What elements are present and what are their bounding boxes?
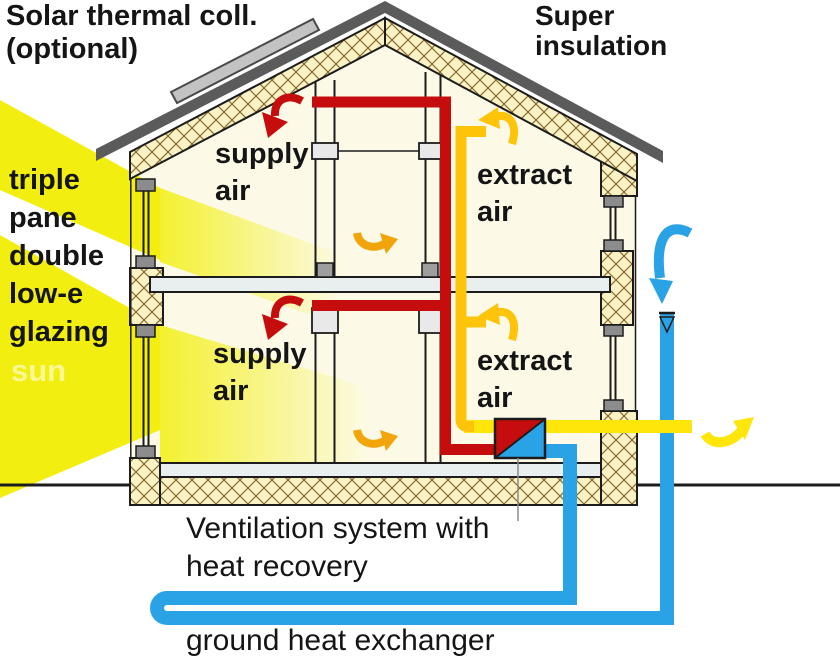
- intake-opening-marker: [658, 316, 676, 334]
- ventilation-label-line1: Ventilation system with: [186, 512, 490, 545]
- glazing-label-line5: glazing: [9, 316, 109, 348]
- window-frame: [603, 239, 624, 252]
- extract-air-lower-label: extract air: [477, 343, 572, 417]
- partition-base-cap: [421, 262, 439, 278]
- glazing-label-line3: double: [9, 240, 105, 272]
- supply-air-upper-line2: air: [215, 175, 251, 207]
- glazing-label-line1: triple: [9, 164, 80, 196]
- ground-floor-slab: [129, 410, 638, 506]
- supply-air-lower-label: supply air: [213, 336, 306, 410]
- partition-lower-left: [314, 333, 336, 463]
- window-frame: [603, 195, 624, 208]
- sun-watermark-ghost-text: sun: [11, 353, 66, 389]
- partition-upper-left: [314, 80, 336, 277]
- supply-air-duct: [312, 96, 496, 455]
- partition-top-block: [311, 307, 339, 334]
- supply-air-upper-line1: supply: [215, 138, 309, 170]
- ground-heat-exchanger-text: ground heat exchanger: [186, 624, 495, 657]
- partition-base-cap: [316, 262, 334, 278]
- sun-ray-lower: [0, 235, 160, 498]
- supply-air-arrow-upper: [262, 93, 304, 138]
- roof-cladding-right: [385, 1, 663, 163]
- room-circulation-arrow-upper: [353, 231, 398, 254]
- extract-trunk: [455, 126, 486, 432]
- window-frame: [135, 255, 156, 269]
- solar-collector-label-line1: Solar thermal coll.: [6, 0, 258, 32]
- ground-loop-path: [150, 312, 674, 625]
- extract-air-lower-line2: air: [477, 382, 513, 414]
- sun-glow-lower-room: [160, 325, 370, 463]
- roof: [96, 1, 663, 183]
- roof-cladding-left: [96, 1, 385, 161]
- ventilation-label-line2: heat recovery: [186, 550, 368, 583]
- window-sill: [603, 399, 624, 412]
- roof-insulation-right: [384, 16, 638, 183]
- extract-air-arrow-upper: [478, 107, 518, 146]
- partition-header-block: [311, 142, 339, 160]
- heat-recovery-unit: [493, 417, 547, 521]
- extract-air-arrow-lower: [478, 303, 518, 342]
- supply-trunk: [312, 96, 496, 455]
- extract-air-upper-line1: extract: [477, 159, 573, 191]
- solar-collector-label: Solar thermal coll. (optional): [6, 0, 257, 66]
- mid-floor-slab: [149, 276, 611, 293]
- supply-air-upper-label: supply air: [215, 136, 308, 210]
- floor-corner-block-left: [129, 457, 161, 506]
- ground-heat-exchanger-pipe: [150, 311, 676, 625]
- window-sill: [135, 445, 156, 459]
- ventilation-system-label: Ventilation system with heat recovery: [186, 510, 489, 586]
- extract-air-upper-label: extract air: [477, 157, 572, 231]
- solar-collector-label-line2: (optional): [6, 33, 139, 65]
- window-frame: [135, 324, 156, 338]
- upper-window-panes: [609, 207, 617, 240]
- extract-air-lower-line1: extract: [477, 345, 573, 377]
- floor-screed: [159, 462, 602, 478]
- window-frame: [135, 178, 156, 192]
- supply-air-lower-line2: air: [213, 375, 249, 407]
- fresh-air-intake-arrow: [649, 224, 693, 304]
- super-insulation-label-line1: Super: [535, 0, 615, 31]
- airflow-arrows: [262, 93, 754, 451]
- sun-rays: [0, 100, 370, 498]
- room-circulation-arrow-lower: [353, 428, 398, 451]
- extract-air-upper-line2: air: [477, 196, 513, 228]
- upper-window-panes: [142, 191, 150, 256]
- solar-collector-panel: [169, 17, 321, 105]
- window-frame: [603, 324, 624, 337]
- glazing-label: triple pane double low-e glazing: [9, 161, 109, 351]
- super-insulation-label-line2: insulation: [535, 30, 668, 61]
- glazing-label-line4: low-e: [9, 278, 84, 310]
- lower-window-panes: [142, 337, 150, 446]
- extract-air-duct: [455, 126, 486, 432]
- super-insulation-label: Super insulation: [535, 1, 667, 61]
- unit-casing: [493, 417, 547, 460]
- glazing-label-line2: pane: [9, 202, 77, 234]
- supply-air-arrow-lower: [262, 295, 304, 340]
- sun-ray-upper: [0, 100, 160, 260]
- unit-diagonal: [494, 418, 546, 459]
- lower-window-panes: [609, 336, 617, 400]
- exhaust-air-arrow: [700, 417, 754, 448]
- left-wall-windows: [130, 178, 156, 459]
- supply-air-lower-line1: supply: [213, 338, 307, 370]
- sun-watermark-text: sun: [11, 353, 67, 388]
- upper-floor-partitions: [311, 72, 446, 278]
- ground-heat-exchanger-label: ground heat exchanger: [186, 624, 495, 658]
- floor-insulation: [129, 476, 638, 506]
